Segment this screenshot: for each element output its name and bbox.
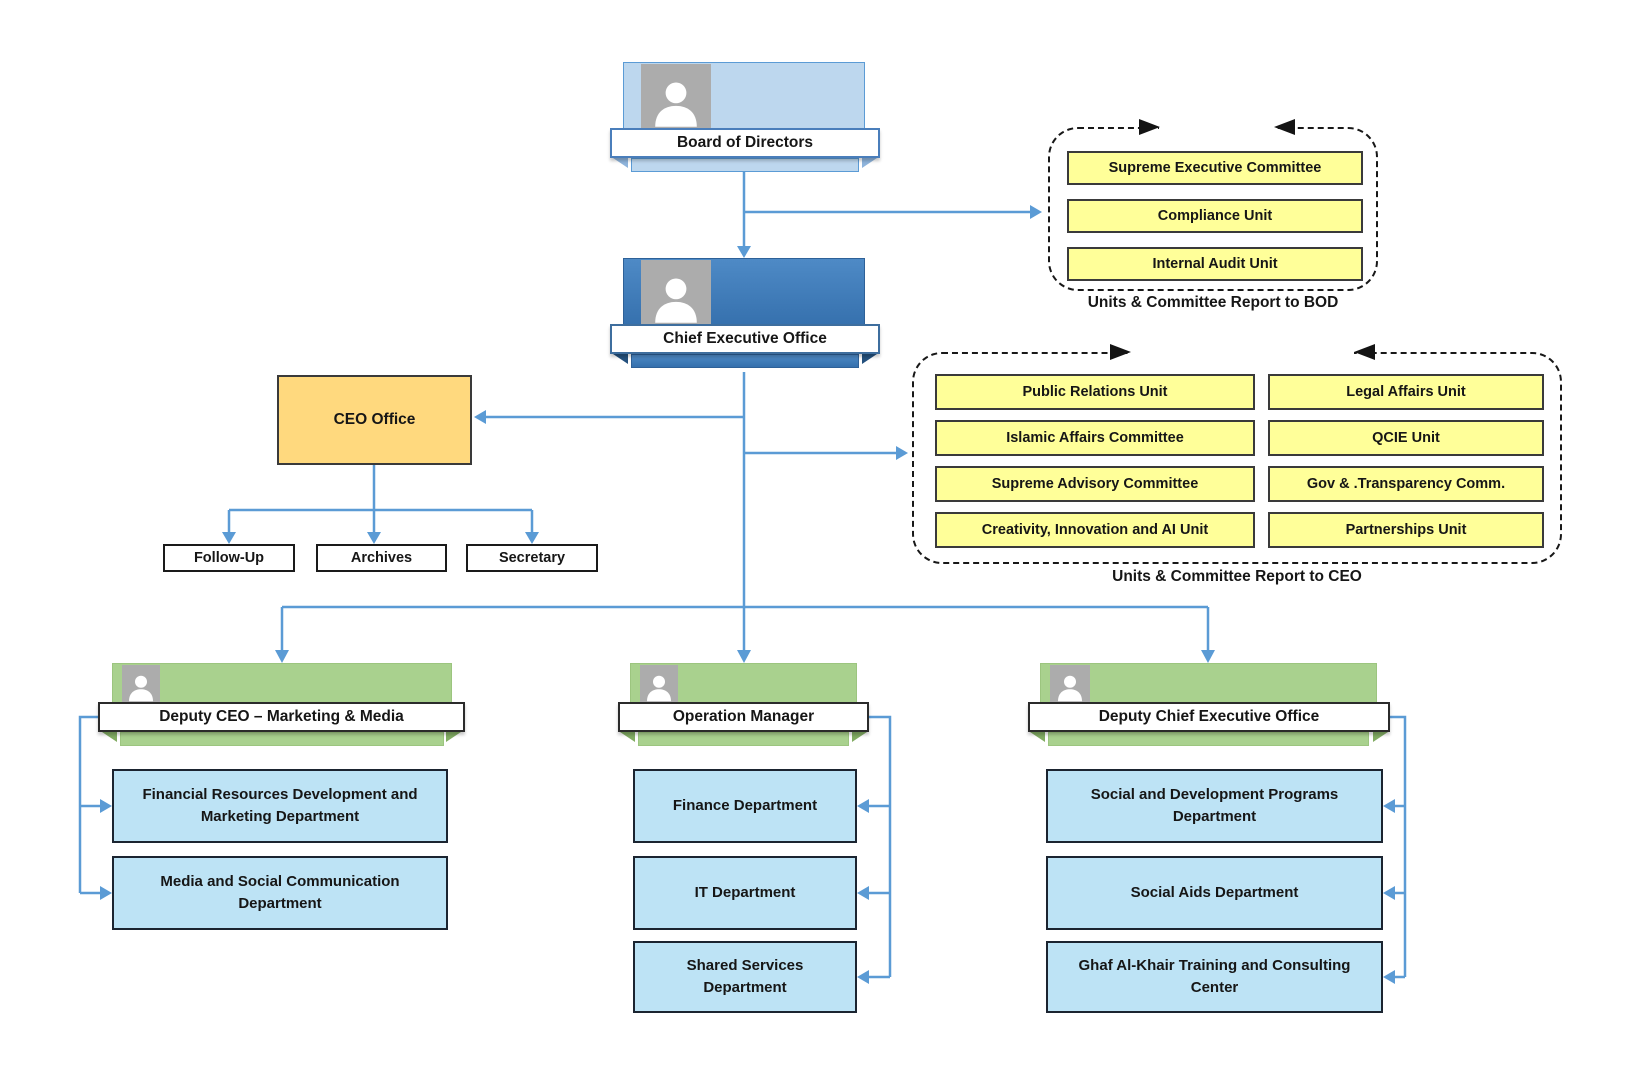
bod-units-group: Supreme Executive Committee Compliance U… xyxy=(1048,119,1378,291)
ceo-units-caption: Units & Committee Report to CEO xyxy=(1112,568,1362,585)
banner-fold xyxy=(620,732,635,742)
person-icon xyxy=(655,278,697,323)
node-board-of-directors: Board of Directors xyxy=(610,62,880,176)
connector-middle-branch-elbow xyxy=(869,715,892,977)
branch-banner: Deputy CEO – Marketing & Media xyxy=(98,702,465,732)
board-label: Board of Directors xyxy=(676,134,814,151)
arrowhead-into-ceo-units xyxy=(896,446,908,460)
unit-internal-audit-unit: Internal Audit Unit xyxy=(1067,247,1363,281)
banner-fold xyxy=(446,732,461,742)
branch-card-lip xyxy=(1048,732,1369,746)
follow-up-label: Follow-Up xyxy=(193,550,265,566)
dept-social-development-programs: Social and Development Programs Departme… xyxy=(1046,769,1383,843)
connector-right-branch-elbow xyxy=(1390,715,1407,977)
arrowhead-into-middle-branch xyxy=(737,650,751,663)
branch-banner: Deputy Chief Executive Office xyxy=(1028,702,1390,732)
profile-photo xyxy=(641,64,711,128)
dept-shared-services: Shared Services Department xyxy=(633,941,857,1013)
banner-fold xyxy=(613,158,628,168)
banner-fold xyxy=(852,732,867,742)
unit-legal-affairs: Legal Affairs Unit xyxy=(1268,374,1544,410)
node-deputy-chief-executive-office: Deputy Chief Executive Office xyxy=(1028,663,1390,753)
inward-arrow-left-icon xyxy=(1354,344,1375,360)
dept-ghaf-alkhair-training-center: Ghaf Al-Khair Training and Consulting Ce… xyxy=(1046,941,1383,1013)
unit-supreme-executive-committee: Supreme Executive Committee xyxy=(1067,151,1363,185)
banner-fold xyxy=(1030,732,1045,742)
person-icon xyxy=(655,82,697,127)
arrowhead-into-left-branch xyxy=(275,650,289,663)
arrowhead-into-left-dept1 xyxy=(100,799,112,813)
ceo-office-label: CEO Office xyxy=(333,411,416,428)
inward-arrow-left-icon xyxy=(1274,119,1295,135)
dept-finance: Finance Department xyxy=(633,769,857,843)
unit-public-relations: Public Relations Unit xyxy=(935,374,1255,410)
node-deputy-ceo-marketing-media: Deputy CEO – Marketing & Media xyxy=(98,663,465,753)
unit-islamic-affairs: Islamic Affairs Committee xyxy=(935,420,1255,456)
arrowhead-into-middle-dept2 xyxy=(857,886,869,900)
board-banner: Board of Directors xyxy=(610,128,880,158)
dept-social-aids: Social Aids Department xyxy=(1046,856,1383,930)
node-operation-manager: Operation Manager xyxy=(618,663,869,753)
unit-partnerships: Partnerships Unit xyxy=(1268,512,1544,548)
banner-fold xyxy=(102,732,117,742)
unit-qcie: QCIE Unit xyxy=(1268,420,1544,456)
board-card-lip xyxy=(631,158,859,172)
branch-head-label: Operation Manager xyxy=(672,708,815,725)
dashed-border-gap xyxy=(1159,125,1274,134)
arrowhead-into-archives xyxy=(367,532,381,544)
branch-head-label: Deputy CEO – Marketing & Media xyxy=(159,708,404,725)
node-chief-executive-office: Chief Executive Office xyxy=(610,258,880,372)
unit-gov-transparency: Gov & .Transparency Comm. xyxy=(1268,466,1544,502)
person-icon xyxy=(1058,675,1082,702)
node-archives: Archives xyxy=(316,544,447,572)
ceo-card-lip xyxy=(631,354,859,368)
branch-card-lip xyxy=(120,732,444,746)
node-secretary: Secretary xyxy=(466,544,598,572)
arrowhead-into-bod-units xyxy=(1030,205,1042,219)
person-icon xyxy=(129,675,153,702)
ceo-banner: Chief Executive Office xyxy=(610,324,880,354)
banner-fold xyxy=(613,354,628,364)
arrowhead-into-left-dept2 xyxy=(100,886,112,900)
profile-photo xyxy=(122,665,160,702)
profile-photo xyxy=(1050,665,1090,702)
profile-photo xyxy=(640,665,678,702)
branch-banner: Operation Manager xyxy=(618,702,869,732)
arrowhead-into-secretary xyxy=(525,532,539,544)
arrowhead-into-right-branch xyxy=(1201,650,1215,663)
person-icon xyxy=(647,675,671,702)
unit-compliance-unit: Compliance Unit xyxy=(1067,199,1363,233)
branch-card-lip xyxy=(638,732,849,746)
bod-units-caption: Units & Committee Report to BOD xyxy=(1087,294,1339,311)
node-follow-up: Follow-Up xyxy=(163,544,295,572)
inward-arrow-right-icon xyxy=(1139,119,1160,135)
unit-supreme-advisory: Supreme Advisory Committee xyxy=(935,466,1255,502)
profile-photo xyxy=(641,260,711,324)
ceo-units-group: Public Relations Unit Islamic Affairs Co… xyxy=(912,344,1562,564)
dashed-border-gap xyxy=(1130,350,1354,359)
arrowhead-into-ceo xyxy=(737,246,751,258)
banner-fold xyxy=(862,158,877,168)
arrowhead-into-right-dept1 xyxy=(1383,799,1395,813)
inward-arrow-right-icon xyxy=(1110,344,1131,360)
arrowhead-into-middle-dept3 xyxy=(857,970,869,984)
node-ceo-office: CEO Office xyxy=(277,375,472,465)
arrowhead-into-follow-up xyxy=(222,532,236,544)
dept-media-social-communication: Media and Social Communication Departmen… xyxy=(112,856,448,930)
archives-label: Archives xyxy=(350,550,413,566)
arrowhead-into-middle-dept1 xyxy=(857,799,869,813)
arrowhead-into-right-dept3 xyxy=(1383,970,1395,984)
branch-head-label: Deputy Chief Executive Office xyxy=(1098,708,1320,725)
arrowhead-into-right-dept2 xyxy=(1383,886,1395,900)
unit-creativity-innovation-ai: Creativity, Innovation and AI Unit xyxy=(935,512,1255,548)
connector-left-branch-elbow xyxy=(78,715,98,893)
banner-fold xyxy=(1373,732,1388,742)
arrowhead-into-ceo-office xyxy=(474,410,486,424)
dept-it: IT Department xyxy=(633,856,857,930)
secretary-label: Secretary xyxy=(498,550,566,566)
dept-financial-resources-marketing: Financial Resources Development and Mark… xyxy=(112,769,448,843)
banner-fold xyxy=(862,354,877,364)
ceo-label: Chief Executive Office xyxy=(663,330,827,347)
